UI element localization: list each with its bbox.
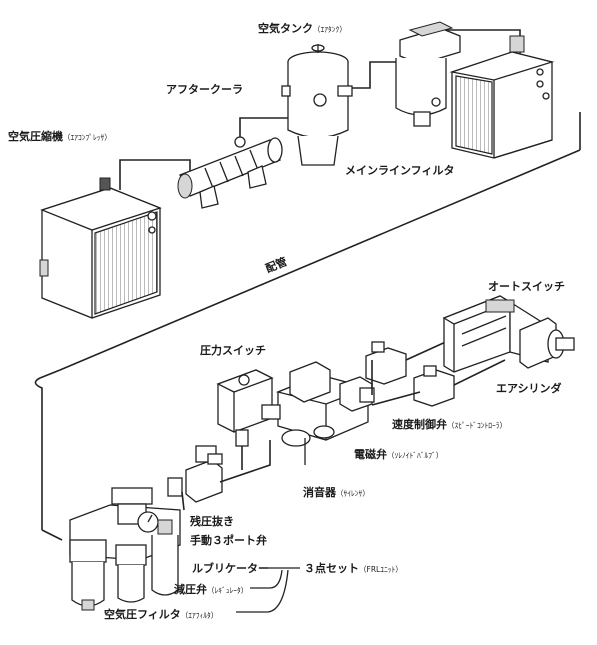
leader-lines <box>236 567 300 613</box>
manual-3-port-valve-label-line1: 残圧抜き <box>190 514 234 528</box>
air-cylinder-label: エアシリンダ <box>496 381 562 395</box>
aftercooler-illustration <box>177 136 283 209</box>
compressor-label: 空気圧縮機（ｴｱｺﾝﾌﾟﾚｯｻ） <box>8 129 112 143</box>
auto-switch-label: オートスイッチ <box>488 280 565 293</box>
air-dryer-illustration <box>449 35 555 159</box>
component-connections <box>219 339 506 483</box>
pressure-switch-label: 圧力スイッチ <box>200 343 266 357</box>
main-line-filter-label: メインラインフィルタ <box>345 164 454 177</box>
speed-control-valve-label: 速度制御弁（ｽﾋﾟｰﾄﾞｺﾝﾄﾛｰﾗ） <box>392 417 507 431</box>
solenoid-valve-illustration <box>261 361 375 465</box>
air-filter-label: 空気圧フィルタ（ｴｱﾌｨﾙﾀ） <box>104 607 218 621</box>
piping-label: 配管 <box>263 254 289 275</box>
air-compressor-illustration <box>39 177 162 319</box>
piping-line <box>34 112 581 541</box>
silencer-label: 消音器（ｻｲﾚﾝｻ） <box>303 485 370 499</box>
main-line-filter-illustration <box>395 21 461 127</box>
frl-unit-illustration <box>69 477 183 611</box>
manual-3-port-valve-illustration <box>181 445 223 511</box>
air-tank-illustration <box>281 44 353 166</box>
air-tank-label: 空気タンク（ｴｱﾀﾝｸ） <box>258 21 347 35</box>
pressure-switch-illustration <box>216 369 274 470</box>
manual-3-port-valve-label-line2: 手動３ポート弁 <box>190 533 267 547</box>
frl-unit-label: ３点セット（FRLﾕﾆｯﾄ） <box>304 561 403 575</box>
regulator-label: 減圧弁（ﾚｷﾞｭﾚｰﾀ） <box>174 582 248 596</box>
air-cylinder-illustration <box>442 295 575 373</box>
speed-controller-illustration <box>365 341 455 407</box>
solenoid-valve-label: 電磁弁（ｿﾚﾉｲﾄﾞﾊﾞﾙﾌﾞ） <box>354 447 443 461</box>
aftercooler-label: アフタークーラ <box>166 83 243 96</box>
lubricator-label: ルブリケーター <box>192 561 269 575</box>
